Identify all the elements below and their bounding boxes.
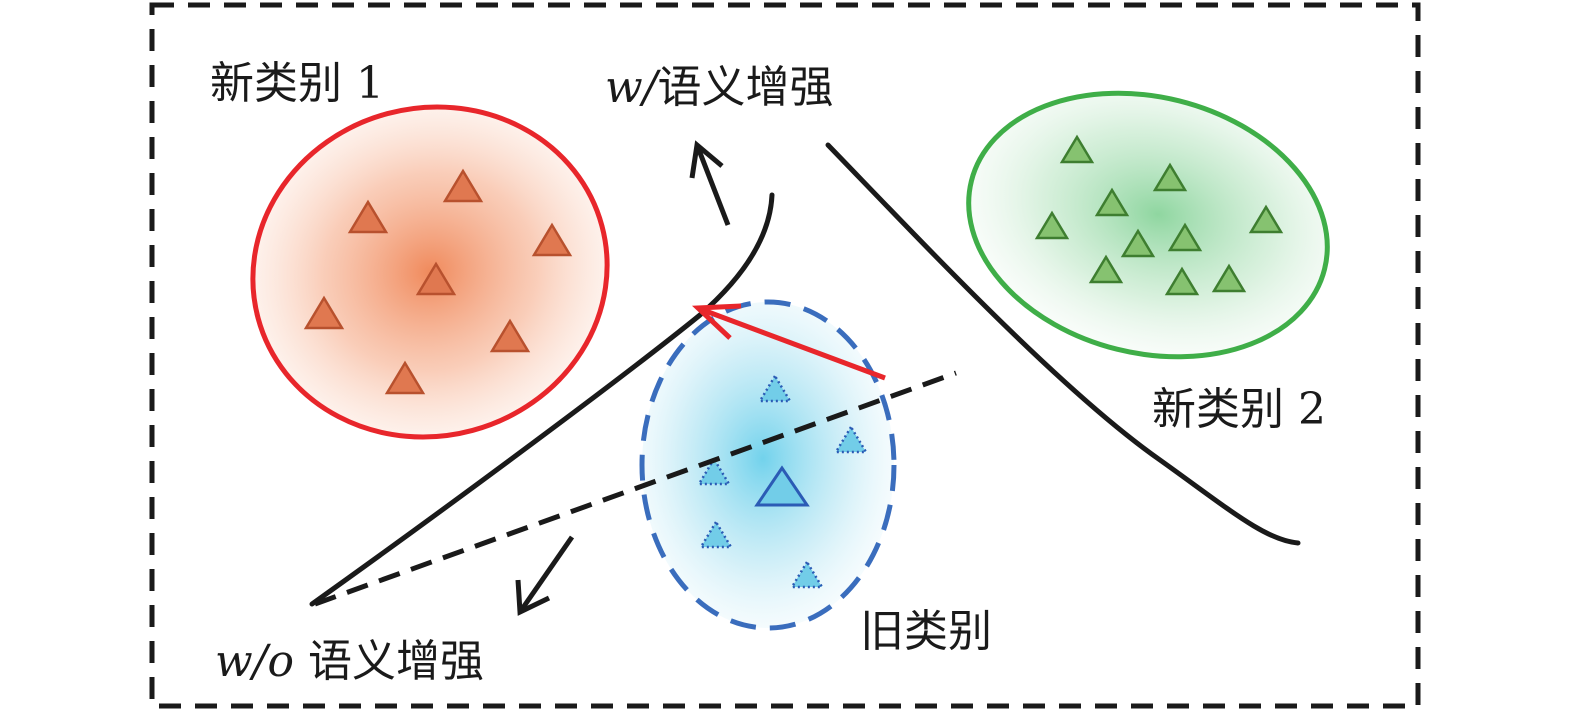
triangle-icon: [1094, 187, 1130, 217]
boundary-with-semantic: [309, 192, 775, 607]
label-with-text: 语义增强: [657, 62, 834, 113]
boundary-right: [825, 142, 1301, 546]
triangle-icon: [531, 222, 573, 257]
triangle-icon: [489, 318, 531, 353]
old-class-prototype-icon: [754, 465, 810, 507]
outer-dashed-frame: [149, 2, 1421, 709]
triangle-icon: [384, 360, 426, 395]
label-old-class: 旧类别: [860, 606, 992, 657]
triangle-icon: [757, 373, 793, 403]
triangle-icon: [789, 559, 825, 589]
new-class-1-cluster: [250, 104, 610, 440]
label-without-prefix: w/o: [215, 636, 294, 687]
label-new-class-1: 新类别 1: [210, 58, 384, 109]
label-with-prefix: w/: [605, 62, 658, 113]
triangle-icon: [1167, 222, 1203, 252]
old-class-ellipse: [639, 299, 897, 631]
triangle-icon: [347, 199, 389, 234]
new-class-2-cluster: [966, 90, 1330, 360]
triangle-icon: [442, 168, 484, 203]
triangle-icon: [1248, 204, 1284, 234]
triangle-icon: [1034, 210, 1070, 240]
semantic-shift-arrow: [691, 303, 886, 381]
label-new-class-2: 新类别 2: [1152, 384, 1326, 435]
triangle-icon: [1164, 266, 1200, 296]
triangle-icon: [1088, 254, 1124, 284]
label-with-semantic-enhancement: w/语义增强: [605, 66, 834, 110]
label-without-text: 语义增强: [293, 636, 484, 687]
label-without-semantic-enhancement: w/o 语义增强: [215, 640, 484, 684]
old-class-cluster: [639, 299, 897, 631]
triangle-icon: [415, 261, 457, 296]
boundary-without-semantic: [314, 370, 957, 607]
triangle-icon: [1059, 134, 1095, 164]
triangle-icon: [698, 519, 734, 549]
triangle-icon: [1120, 228, 1156, 258]
new-class-2-ellipse: [966, 90, 1330, 360]
triangle-icon: [833, 424, 869, 454]
arrow-to-without-semantic: [515, 535, 575, 616]
triangle-icon: [696, 456, 732, 486]
arrow-to-with-semantic: [689, 140, 731, 226]
triangle-icon: [1211, 263, 1247, 293]
triangle-icon: [1152, 162, 1188, 192]
triangle-icon: [303, 295, 345, 330]
